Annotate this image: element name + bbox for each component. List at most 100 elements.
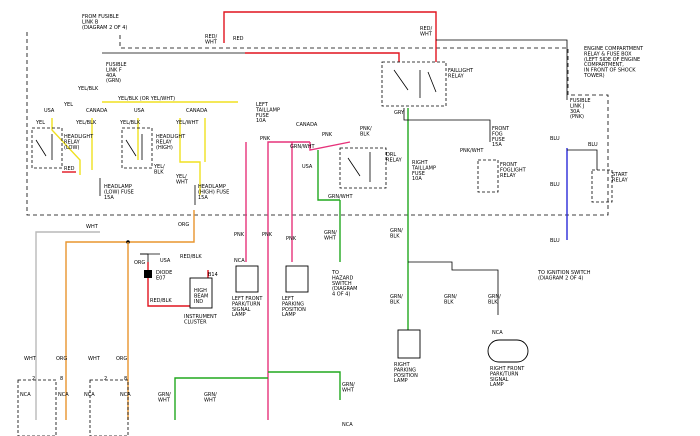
label-nca-4: NCA xyxy=(58,392,69,398)
fusible-link-j-feed xyxy=(436,39,568,100)
yellow-wire-high-b xyxy=(179,118,201,195)
blue-to-start-relay xyxy=(567,149,598,170)
label-usa-d: USA xyxy=(160,258,171,264)
label-yel-wht-d: YEL/WHT xyxy=(175,120,199,126)
label-usa-r: USA xyxy=(134,108,145,114)
fail-light-relay-box xyxy=(381,61,447,107)
label-pnk-a: PNK xyxy=(234,232,245,238)
label-grn-wht-4: GRN/WHT xyxy=(158,392,171,403)
label-grn-blk-1: GRN/BLK xyxy=(390,228,403,239)
front-foglight-relay-box xyxy=(477,159,499,193)
red-white-wire xyxy=(245,52,400,62)
green-wire-bottom xyxy=(174,377,268,420)
label-wht-left: WHT xyxy=(86,224,99,230)
left-front-parkturn-lamp xyxy=(235,265,259,293)
label-red-wht-b: RED/WHT xyxy=(420,26,433,37)
headlight-relay-high-box xyxy=(121,127,153,169)
label-yel-l: YEL xyxy=(63,102,73,108)
label-blu-2: BLU xyxy=(588,142,598,148)
pink-wire-d xyxy=(309,141,351,151)
label-grn-blk-3: GRN/BLK xyxy=(444,294,457,305)
label-pnk-wht: PNK/WHT xyxy=(460,148,484,154)
label-canada-l: CANADA xyxy=(86,108,108,114)
left-parking-position-lamp xyxy=(285,265,309,293)
label-wht-1: WHT xyxy=(24,356,37,362)
label-yel-blk-left: YEL/BLK xyxy=(77,86,99,92)
label-pnk-blk: PNK/BLK xyxy=(360,126,372,137)
label-red-top: RED xyxy=(233,36,244,42)
diode-symbol xyxy=(144,270,152,278)
connector-box-1 xyxy=(17,379,57,436)
green-wire-bottom-b xyxy=(268,371,341,400)
label-yel-blk-a: YEL xyxy=(35,120,45,126)
label-yel-blk-c: YEL/BLK xyxy=(119,120,141,126)
label-grn-wht-5: GRN/WHT xyxy=(204,392,217,403)
label-red-blk-2: RED/BLK xyxy=(150,298,172,304)
label-grn-wht-2: GRN/WHT xyxy=(328,194,353,200)
label-yel-wht-hi: YEL/WHT xyxy=(175,174,189,185)
yellow-wire-low xyxy=(51,118,81,175)
label-grn-wht-1: GRN/WHT xyxy=(290,144,315,150)
gray-relay-bus xyxy=(403,108,491,142)
label-gry: GRY xyxy=(394,110,405,116)
label-org-1: ORG xyxy=(178,222,189,228)
label-pin-2a: 2 xyxy=(32,376,35,382)
label-org-2: ORG xyxy=(134,260,145,266)
label-nca-5: NCA xyxy=(84,392,95,398)
label-grn-wht-6: GRN/WHT xyxy=(342,382,355,393)
red-wire-top xyxy=(223,11,437,62)
label-red-blk-1: RED/BLK xyxy=(180,254,202,260)
label-canada-c: CANADA xyxy=(296,122,318,128)
black-branch xyxy=(408,261,499,315)
gray-wire xyxy=(35,231,100,420)
green-wire-drl xyxy=(317,150,340,201)
headlight-relay-high-switch xyxy=(125,134,143,160)
label-blu-3: BLU xyxy=(550,182,560,188)
label-nca-1: NCA xyxy=(234,258,245,264)
label-canada-r: CANADA xyxy=(186,108,208,114)
label-org-3: ORG xyxy=(56,356,67,362)
right-parking-position-lamp xyxy=(397,329,421,359)
relay-fuse-box-outline xyxy=(26,32,609,216)
label-pnk-1: PNK xyxy=(322,132,333,138)
label-red-wht-top: RED/WHT xyxy=(205,34,218,45)
start-relay-box xyxy=(591,169,613,203)
label-org-4: ORG xyxy=(116,356,127,362)
label-nca-3: NCA xyxy=(20,392,31,398)
label-usa-c: USA xyxy=(302,164,313,170)
label-blu-4: BLU xyxy=(550,238,560,244)
label-grn-wht-3: GRN/WHT xyxy=(324,230,337,241)
label-usa-l: USA xyxy=(44,108,55,114)
label-wht-2: WHT xyxy=(88,356,101,362)
right-front-parkturn-lamp xyxy=(487,339,529,363)
label-to-ign-switch: TO IGNITION SWITCH(DIAGRAM 2 OF 4) xyxy=(537,270,591,281)
label-grn-blk-4: GRN/BLK xyxy=(488,294,501,305)
pink-wire-main xyxy=(267,141,310,420)
label-blu-1: BLU xyxy=(550,136,560,142)
label-nca-7: NCA xyxy=(342,422,353,428)
label-yel-blk-b: YEL/BLK xyxy=(75,120,97,126)
label-pnk-left: PNK xyxy=(260,136,271,142)
label-red-small: RED xyxy=(64,166,75,172)
